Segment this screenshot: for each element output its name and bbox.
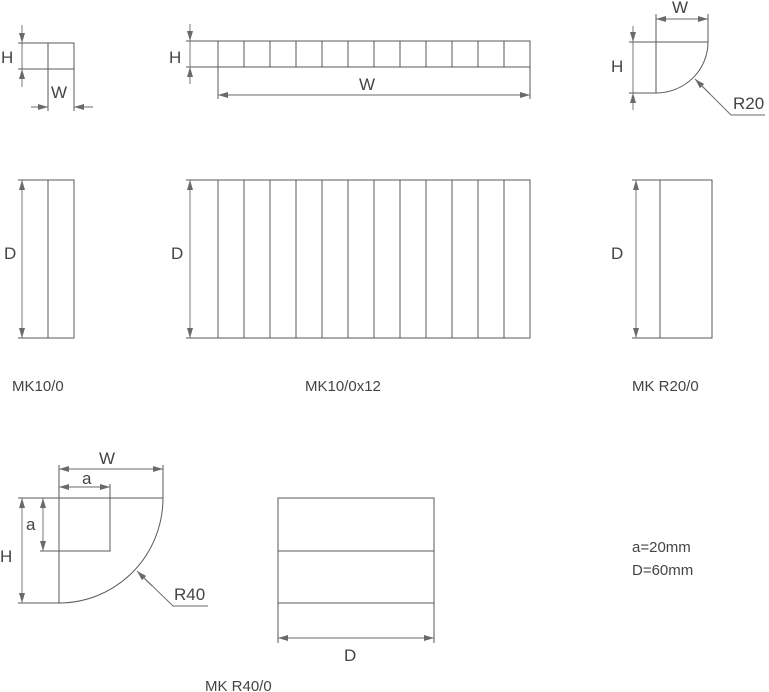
caption-mkr20: MK R20/0	[632, 378, 699, 395]
mk10-front-view: D	[4, 179, 75, 339]
dim-r40-label: R40	[174, 585, 205, 604]
note-d: D=60mm	[632, 562, 693, 579]
mkr40-front-view: D	[277, 497, 435, 665]
mkr40-top-view: W a a H R40	[0, 449, 208, 607]
dim-w-label: W	[99, 449, 115, 468]
dim-h-label: H	[169, 48, 181, 67]
mk10x12-top-view: H W	[169, 24, 531, 99]
note-a: a=20mm	[632, 539, 691, 556]
mkr20-front-view: D	[611, 179, 713, 339]
caption-mk10: MK10/0	[12, 378, 64, 395]
mkr20-top-view: W H R20	[611, 0, 765, 116]
dim-w-label: W	[359, 75, 375, 94]
caption-mkr40: MK R40/0	[205, 678, 272, 692]
dim-r20-label: R20	[733, 94, 764, 113]
dim-a-label: a	[26, 515, 36, 534]
dim-w-label: W	[672, 0, 688, 17]
dim-d-label: D	[4, 244, 16, 263]
dim-h-label: H	[1, 48, 13, 67]
dim-d-label: D	[344, 646, 356, 665]
caption-mk10x12: MK10/0x12	[305, 378, 381, 395]
dim-d-label: D	[171, 244, 183, 263]
dim-d-label: D	[611, 244, 623, 263]
dim-h-label: H	[611, 57, 623, 76]
mk10x12-front-view: D	[171, 179, 531, 339]
dim-w-label: W	[51, 83, 67, 102]
dim-a-label: a	[82, 469, 92, 488]
mk10-top-view: H W	[1, 25, 93, 111]
dim-h-label: H	[0, 547, 12, 566]
